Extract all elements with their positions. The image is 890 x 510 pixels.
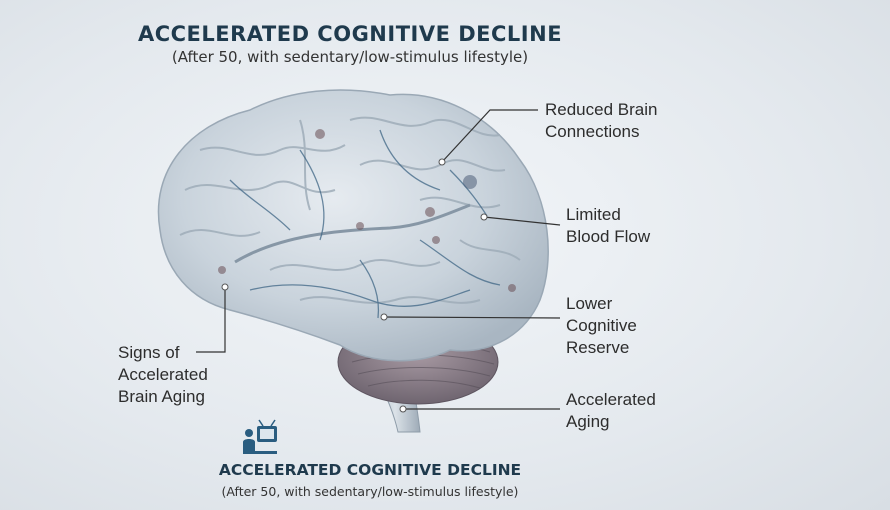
label-line: Reserve [566, 338, 630, 357]
label-line: Accelerated [566, 390, 656, 409]
leader-signs-aging [196, 287, 226, 353]
label-reduced-connections: Reduced Brain Connections [545, 99, 657, 143]
lesion-spots [218, 129, 516, 292]
label-lower-reserve: Lower Cognitive Reserve [566, 293, 637, 359]
label-limited-blood-flow: Limited Blood Flow [566, 204, 650, 248]
label-line: Lower [566, 294, 613, 313]
page-subtitle: (After 50, with sedentary/low-stimulus l… [171, 48, 529, 66]
label-line: Cognitive [566, 316, 637, 335]
leader-lower-reserve [383, 316, 561, 319]
person-watching-tv-icon [243, 419, 277, 454]
blood-vessels [229, 129, 501, 319]
label-line: Blood Flow [566, 227, 651, 246]
footer-title: ACCELERATED COGNITIVE DECLINE [218, 461, 522, 479]
label-line: Brain Aging [118, 387, 205, 406]
leader-limited-blood-flow [483, 216, 561, 226]
leader-dots [221, 158, 488, 413]
label-line: Reduced Brain [545, 100, 658, 119]
label-line: Limited [566, 205, 621, 224]
label-signs-aging: Signs of Accelerated Brain Aging [118, 342, 208, 408]
label-line: Aging [566, 412, 610, 431]
label-line: Accelerated [118, 365, 208, 384]
leader-reduced-connections [441, 109, 538, 163]
label-line: Connections [545, 122, 640, 141]
page-title: ACCELERATED COGNITIVE DECLINE [137, 22, 563, 46]
label-accelerated-aging: Accelerated Aging [566, 389, 656, 433]
label-line: Signs of [118, 343, 180, 362]
footer-subtitle: (After 50, with sedentary/low-stimulus l… [221, 484, 519, 499]
cerebrum [157, 89, 549, 362]
leader-lines [196, 109, 561, 410]
brain-sulci [179, 116, 521, 304]
sylvian-fissure [234, 203, 471, 264]
